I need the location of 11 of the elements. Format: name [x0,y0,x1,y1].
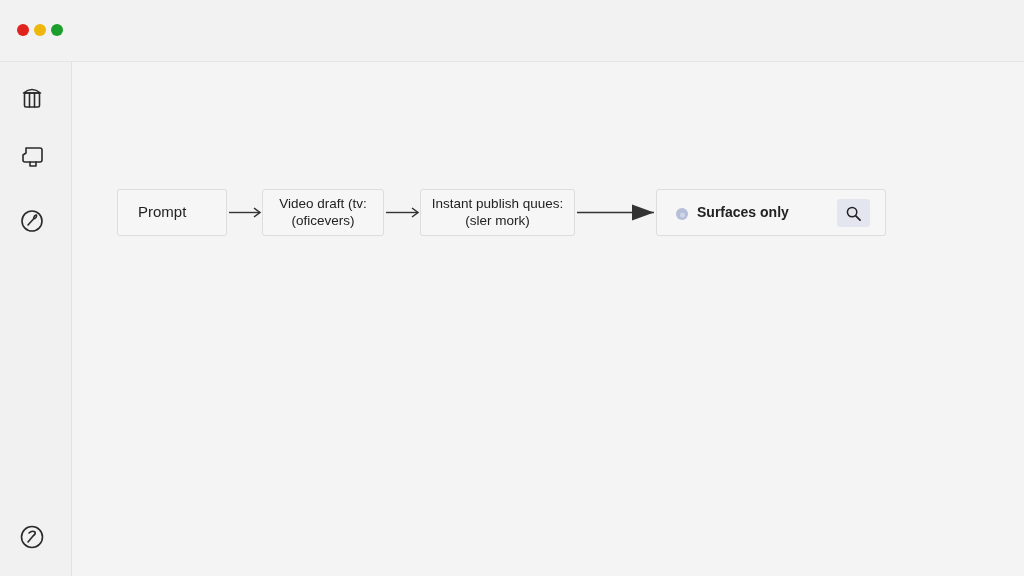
box-label: Video draft (tv: (oficevers) [278,195,368,230]
filter-bar [656,189,886,236]
box-label: Instant publish quues: (sler mork) [430,195,565,230]
arrow [385,207,419,218]
process-box [420,189,575,236]
process-box [117,189,227,236]
process-box [262,189,384,236]
box-label: Prompt [138,203,187,222]
arrow [576,204,655,221]
filter-label: Surfaces only [697,203,789,222]
arrow [228,207,261,218]
